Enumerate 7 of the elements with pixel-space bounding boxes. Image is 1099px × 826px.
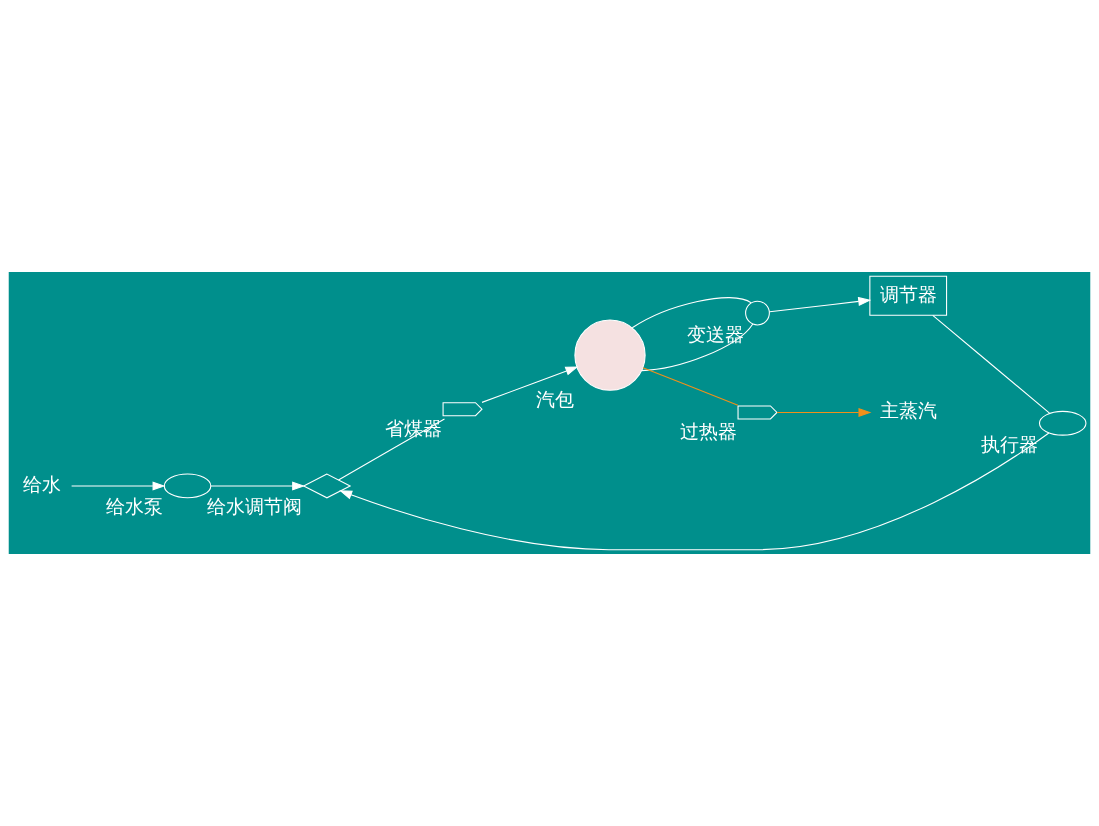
node-label: 变送器	[687, 322, 745, 346]
node-label: 给水泵	[106, 495, 164, 519]
node-text: 主蒸汽	[879, 399, 937, 423]
node-label: 给水调节阀	[207, 495, 303, 519]
node-label: 汽包	[535, 387, 574, 411]
node-text: 给水	[23, 472, 62, 496]
node-label: 过热器	[679, 419, 737, 443]
